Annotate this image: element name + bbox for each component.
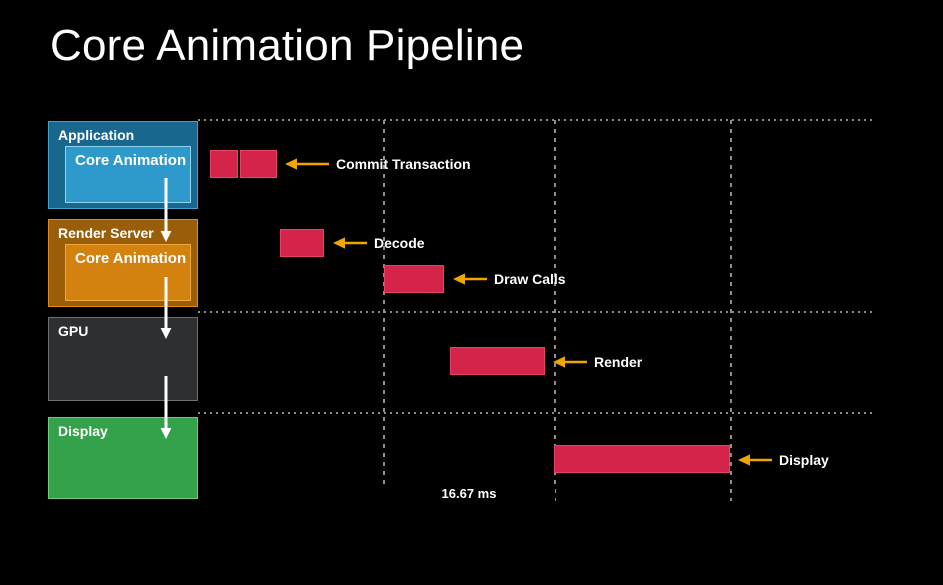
inner-title-render-server-core-animation: Core Animation: [75, 250, 187, 267]
inner-box-application-core-animation[interactable]: Core Animation: [65, 146, 191, 203]
stage-box-render-server[interactable]: Render Server Core Animation: [48, 219, 198, 307]
callout-label-decode: Decode: [374, 235, 425, 251]
left-arrow-icon: [285, 158, 329, 170]
callout-render: Render: [553, 353, 642, 371]
callout-label-display: Display: [779, 452, 829, 468]
horizontal-guide-gpu: [198, 311, 873, 313]
callout-label-render: Render: [594, 354, 643, 370]
left-arrow-icon: [453, 273, 487, 285]
stage-box-display[interactable]: Display: [48, 417, 198, 499]
callout-label-draw-calls: Draw Calls: [494, 271, 566, 287]
callout-commit-transaction: Commit Transaction: [285, 155, 471, 173]
inner-title-application-core-animation: Core Animation: [75, 152, 187, 169]
callout-draw-calls: Draw Calls: [453, 270, 566, 288]
stage-title-gpu: GPU: [58, 323, 89, 339]
timeline-bar-commit-transaction-b[interactable]: [240, 150, 277, 178]
vertical-guide-2: [554, 120, 556, 501]
frame-duration-label-wrap: 16.67 ms: [383, 484, 555, 504]
horizontal-guide-display: [198, 412, 873, 414]
page-title: Core Animation Pipeline: [50, 21, 525, 70]
stage-title-application: Application: [58, 127, 135, 143]
inner-box-render-server-core-animation[interactable]: Core Animation: [65, 244, 191, 301]
callout-decode: Decode: [333, 234, 425, 252]
callout-display: Display: [738, 451, 829, 469]
stage-box-application[interactable]: Application Core Animation: [48, 121, 198, 209]
timeline-bar-decode[interactable]: [280, 229, 324, 257]
flow-arrow-application-to-render-server: [160, 178, 172, 244]
stage-title-render-server: Render Server: [58, 225, 154, 241]
frame-duration-measure: 16.67 ms: [383, 484, 555, 504]
stage-title-display: Display: [58, 423, 108, 439]
left-arrow-icon: [738, 454, 772, 466]
vertical-guide-1: [383, 120, 385, 501]
timeline-bar-display[interactable]: [554, 445, 730, 473]
left-arrow-icon: [553, 356, 587, 368]
callout-label-commit-transaction: Commit Transaction: [336, 156, 471, 172]
timeline-bar-draw-calls[interactable]: [384, 265, 444, 293]
frame-duration-label: 16.67 ms: [435, 486, 503, 501]
horizontal-guide-top: [198, 119, 873, 121]
vertical-guide-3: [730, 120, 732, 501]
stage-box-gpu[interactable]: GPU: [48, 317, 198, 401]
flow-arrow-render-server-to-gpu: [160, 277, 172, 341]
timeline-bar-commit-transaction-a[interactable]: [210, 150, 238, 178]
flow-arrow-gpu-to-display: [160, 376, 172, 441]
timeline-bar-render[interactable]: [450, 347, 545, 375]
left-arrow-icon: [333, 237, 367, 249]
